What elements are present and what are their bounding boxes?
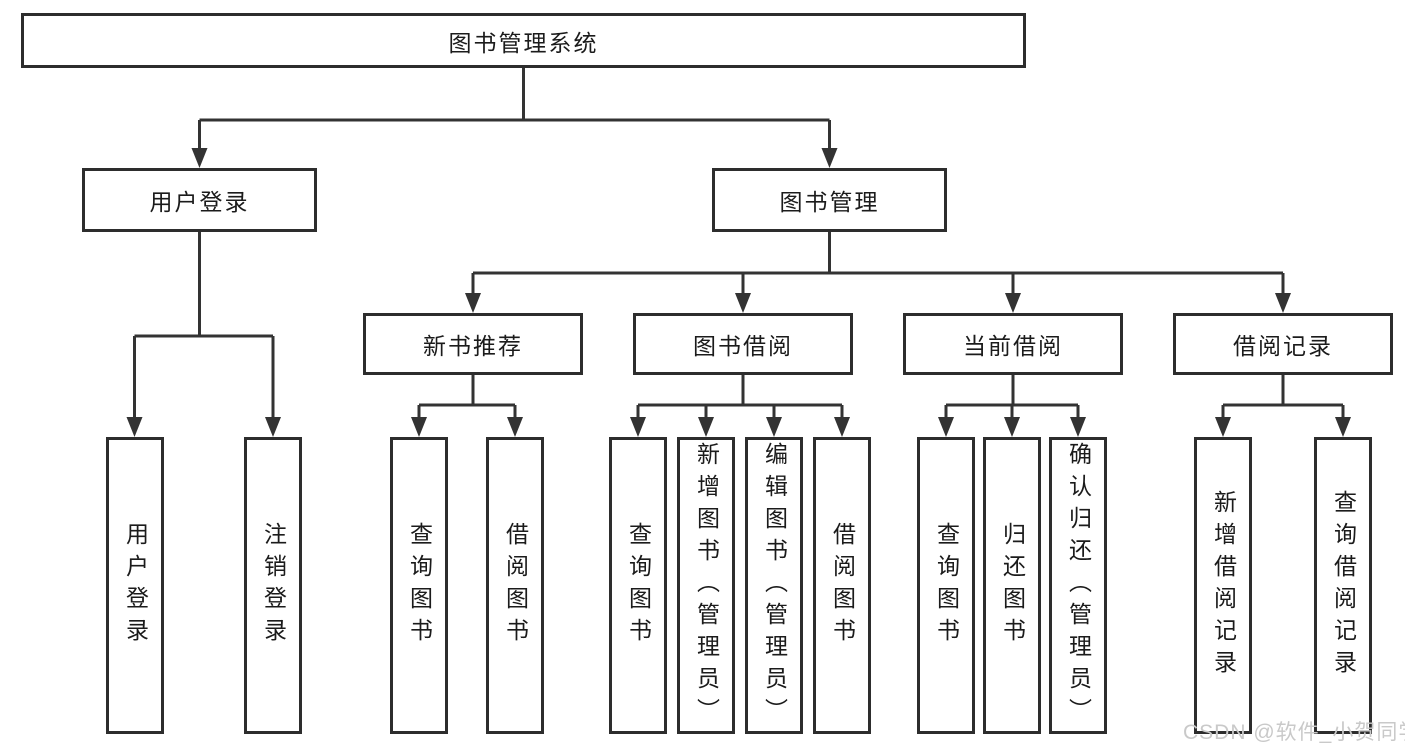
arrowhead-icon (191, 148, 208, 168)
leaf-label: 查询图书 (406, 521, 433, 650)
node-new-book-recommend: 新书推荐 (363, 313, 583, 375)
leaf-label: 借阅图书 (502, 521, 529, 650)
arrowhead-icon (1275, 293, 1291, 313)
node-user-login: 用户登录 (82, 168, 317, 232)
node-book-management: 图书管理 (712, 168, 947, 232)
arrowhead-icon (1005, 293, 1021, 313)
node-label: 当前借阅 (963, 333, 1063, 359)
leaf-label: 查询图书 (625, 521, 652, 650)
arrowhead-icon (265, 417, 281, 437)
leaf-query-book-recommend: 查询图书 (390, 437, 448, 734)
leaf-logout: 注销登录 (244, 437, 302, 734)
arrowhead-icon (126, 417, 143, 437)
node-label: 图书借阅 (693, 333, 793, 359)
node-book-borrow: 图书借阅 (633, 313, 853, 375)
leaf-query-borrow-record: 查询借阅记录 (1314, 437, 1372, 734)
arrowhead-icon (766, 417, 782, 437)
arrowhead-icon (507, 417, 523, 437)
arrowhead-icon (735, 293, 751, 313)
node-label: 图书管理 (779, 189, 880, 215)
arrowhead-icon (698, 417, 714, 437)
arrowhead-icon (834, 417, 850, 437)
arrowhead-icon (411, 417, 427, 437)
leaf-label: 新增图书（管理员） (693, 441, 720, 730)
leaf-label: 查询借阅记录 (1330, 489, 1357, 682)
arrowhead-icon (465, 293, 481, 313)
node-label: 图书管理系统 (448, 29, 599, 56)
arrowhead-icon (1335, 417, 1351, 437)
leaf-label: 查询图书 (933, 521, 960, 650)
leaf-label: 归还图书 (999, 521, 1026, 650)
arrowhead-icon (630, 417, 646, 437)
node-label: 用户登录 (149, 189, 250, 215)
node-label: 新书推荐 (423, 333, 523, 359)
leaf-edit-book-admin: 编辑图书（管理员） (745, 437, 803, 734)
leaf-borrow-book: 借阅图书 (813, 437, 871, 734)
leaf-query-book-current: 查询图书 (917, 437, 975, 734)
leaf-add-borrow-record: 新增借阅记录 (1194, 437, 1252, 734)
leaf-user-login: 用户登录 (106, 437, 164, 734)
node-label: 借阅记录 (1233, 333, 1333, 359)
leaf-label: 新增借阅记录 (1210, 489, 1237, 682)
arrowhead-icon (1070, 417, 1086, 437)
arrowhead-icon (1215, 417, 1231, 437)
leaf-borrow-book-recommend: 借阅图书 (486, 437, 544, 734)
leaf-add-book-admin: 新增图书（管理员） (677, 437, 735, 734)
leaf-label: 借阅图书 (829, 521, 856, 650)
arrowhead-icon (821, 148, 838, 168)
leaf-label: 注销登录 (260, 521, 287, 650)
node-borrow-records: 借阅记录 (1173, 313, 1393, 375)
leaf-return-book: 归还图书 (983, 437, 1041, 734)
connector-path (133, 68, 1345, 421)
arrowhead-icon (1004, 417, 1020, 437)
leaf-confirm-return-admin: 确认归还（管理员） (1049, 437, 1107, 734)
leaf-label: 用户登录 (122, 521, 149, 650)
leaf-label: 确认归还（管理员） (1065, 441, 1092, 730)
csdn-watermark: CSDN @软件_小贺同学 (1183, 721, 1405, 744)
leaf-label: 编辑图书（管理员） (761, 441, 788, 730)
leaf-query-book: 查询图书 (609, 437, 667, 734)
node-current-borrow: 当前借阅 (903, 313, 1123, 375)
node-root-library-system: 图书管理系统 (21, 13, 1026, 68)
arrowhead-icon (938, 417, 954, 437)
